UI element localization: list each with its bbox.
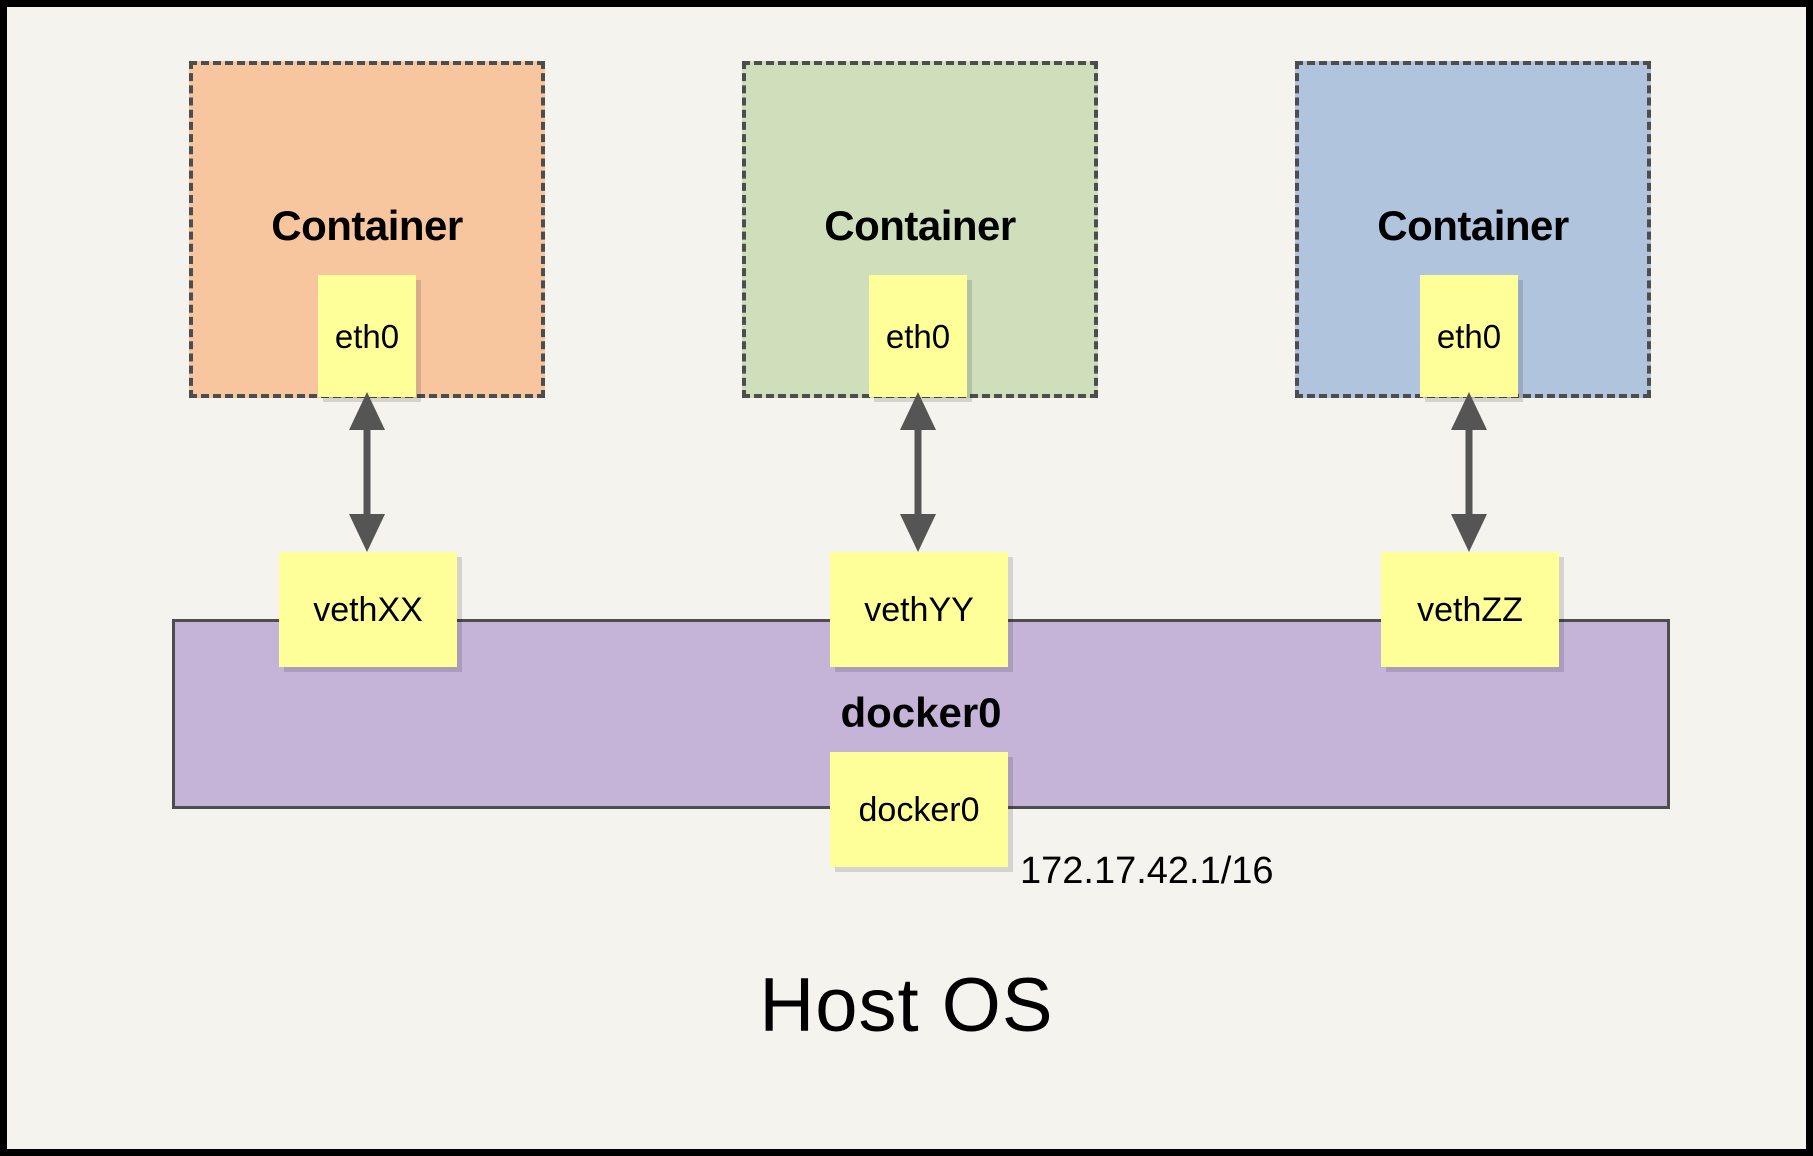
docker0-interface-chip: docker0 [830,752,1008,867]
docker0-bridge-label: docker0 [840,689,1002,736]
container-eth0-chip-1: eth0 [318,275,416,397]
container-eth0-chip-2: eth0 [869,275,967,397]
veth-chip-3: vethZZ [1381,552,1559,667]
link-arrow-3 [1451,392,1487,552]
host-os-label: Host OS [759,963,1054,1048]
veth-chip-1: vethXX [279,552,457,667]
docker0-ip-label: 172.17.42.1/16 [1020,850,1274,892]
container-title-1: Container [271,202,463,249]
veth-chip-2: vethYY [830,552,1008,667]
container-title-2: Container [824,202,1016,249]
link-arrow-1 [349,392,385,552]
container-title-3: Container [1377,202,1569,249]
container-eth0-chip-3: eth0 [1420,275,1518,397]
link-arrow-2 [900,392,936,552]
